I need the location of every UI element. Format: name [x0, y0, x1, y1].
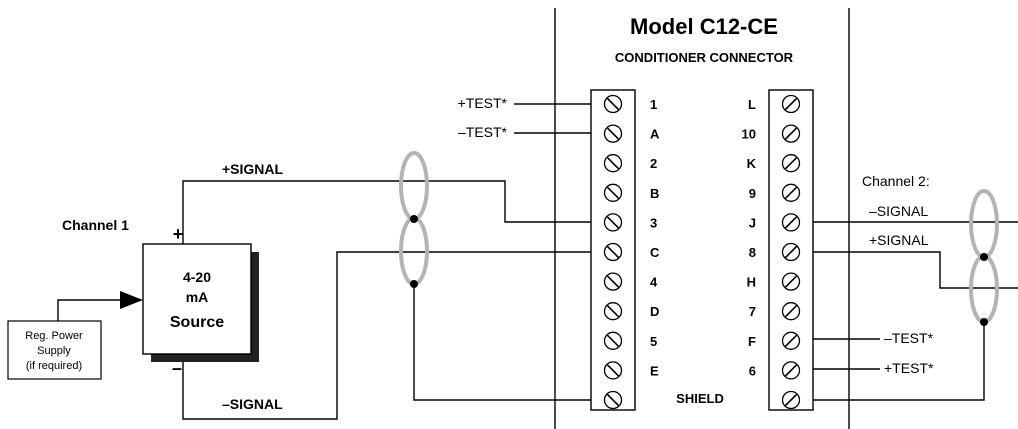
- terminal-screw-icon: [781, 124, 801, 143]
- left-pin-label: C: [650, 245, 660, 260]
- ch2-signal-neg-label: –SIGNAL: [869, 203, 928, 219]
- right-pin-label: 7: [749, 304, 756, 319]
- ch1-cable-lower: [399, 216, 429, 286]
- ch1-label: Channel 1: [62, 217, 129, 233]
- ch1-source-line-1: 4-20: [183, 269, 211, 285]
- ch2-label: Channel 2:: [862, 173, 930, 189]
- ch2-cable-lower: [969, 254, 999, 324]
- terminal-screw-icon: [603, 94, 623, 114]
- terminal-screw-icon: [603, 361, 623, 380]
- ch1-power-wire: [57, 299, 122, 321]
- left-pin-label: 5: [650, 334, 657, 349]
- ch1-power-supply-line-2: Supply: [37, 345, 71, 357]
- model-title: Model C12-CE: [630, 14, 778, 39]
- right-pin-label: J: [749, 215, 756, 230]
- right-pin-label: 10: [742, 127, 756, 142]
- arrowhead-icon: [120, 291, 143, 309]
- right-pin-label: K: [747, 156, 757, 171]
- terminal-screw-icon: [603, 390, 623, 410]
- terminal-screw-icon: [781, 272, 801, 291]
- terminal-screw-icon: [781, 390, 801, 410]
- left-pin-label: A: [650, 127, 660, 142]
- terminal-screw-icon: [603, 183, 623, 202]
- ch1-shield-wire: [413, 283, 591, 401]
- ch1-plus-sign: +: [173, 224, 184, 244]
- ch2-cable-upper: [969, 189, 999, 259]
- right-terminal-screws: [781, 94, 801, 410]
- terminal-screw-icon: [781, 361, 801, 380]
- terminal-screw-icon: [781, 154, 801, 173]
- ch2-shield-wire: [813, 322, 985, 401]
- ch1-minus-sign: –: [172, 358, 182, 378]
- left-terminal-strip: [590, 89, 636, 411]
- terminal-screw-icon: [603, 302, 623, 321]
- shield-label: SHIELD: [676, 391, 724, 406]
- ch1-source-box: [142, 243, 252, 355]
- ch2-signal-pos-label: +SIGNAL: [869, 232, 929, 248]
- terminal-screw-icon: [603, 272, 623, 291]
- right-pin-label: L: [748, 97, 756, 112]
- ch2-test-pos-label: +TEST*: [884, 360, 934, 376]
- ch1-test-pos-label: +TEST*: [458, 95, 508, 111]
- ch1-cable-upper: [399, 151, 429, 221]
- left-pin-label: 1: [650, 97, 657, 112]
- left-terminal-screws: [603, 94, 623, 410]
- right-pin-label: 9: [749, 186, 756, 201]
- ch1-source-line-2: mA: [186, 289, 209, 305]
- terminal-screw-icon: [603, 331, 623, 350]
- left-pin-label: 2: [650, 156, 657, 171]
- left-pin-label: D: [650, 304, 659, 319]
- left-pin-label: 3: [650, 215, 657, 230]
- terminal-screw-icon: [781, 302, 801, 321]
- ch1-source-line-3: Source: [170, 314, 224, 331]
- left-pin-label: B: [650, 186, 659, 201]
- ch1-signal-pos-label: +SIGNAL: [222, 161, 284, 177]
- ch1-power-supply-box: [7, 320, 102, 380]
- right-pin-label: H: [747, 275, 756, 290]
- left-pin-label: 4: [650, 275, 658, 290]
- ch2-cable-junction-dot: [980, 253, 988, 261]
- terminal-screw-icon: [781, 183, 801, 202]
- left-pin-labels: 1A 2B 3C 4D 5E: [650, 97, 660, 378]
- terminal-screw-icon: [781, 331, 801, 350]
- terminal-screw-icon: [781, 94, 801, 114]
- ch2-signal-pos-wire: [813, 251, 1018, 289]
- terminal-screw-icon: [603, 154, 623, 173]
- right-pin-label: 8: [749, 245, 756, 260]
- ch1-signal-pos-wire: [182, 180, 591, 245]
- right-terminal-strip: [768, 89, 814, 411]
- ch1-shield-junction-dot: [410, 280, 418, 288]
- right-pin-label: F: [748, 334, 756, 349]
- ch1-signal-neg-label: –SIGNAL: [222, 396, 283, 412]
- ch1-power-supply-line-3: (if required): [26, 360, 82, 372]
- connector-subtitle: CONDITIONER CONNECTOR: [615, 50, 794, 65]
- terminal-screw-icon: [603, 213, 623, 232]
- terminal-screw-icon: [603, 124, 623, 143]
- ch1-test-neg-label: –TEST*: [458, 124, 508, 140]
- terminal-screw-icon: [781, 213, 801, 232]
- ch2-shield-junction-dot: [980, 318, 988, 326]
- ch2-test-neg-label: –TEST*: [884, 330, 934, 346]
- ch1-signal-neg-wire: [182, 251, 591, 420]
- terminal-screw-icon: [781, 242, 801, 262]
- left-pin-label: E: [650, 363, 659, 378]
- ch1-power-supply-line-1: Reg. Power: [25, 330, 83, 342]
- right-pin-labels: L 10K 9J 8H 7F 6: [742, 97, 757, 378]
- right-pin-label: 6: [749, 363, 756, 378]
- terminal-screw-icon: [603, 242, 623, 262]
- ch1-cable-junction-dot: [410, 215, 418, 223]
